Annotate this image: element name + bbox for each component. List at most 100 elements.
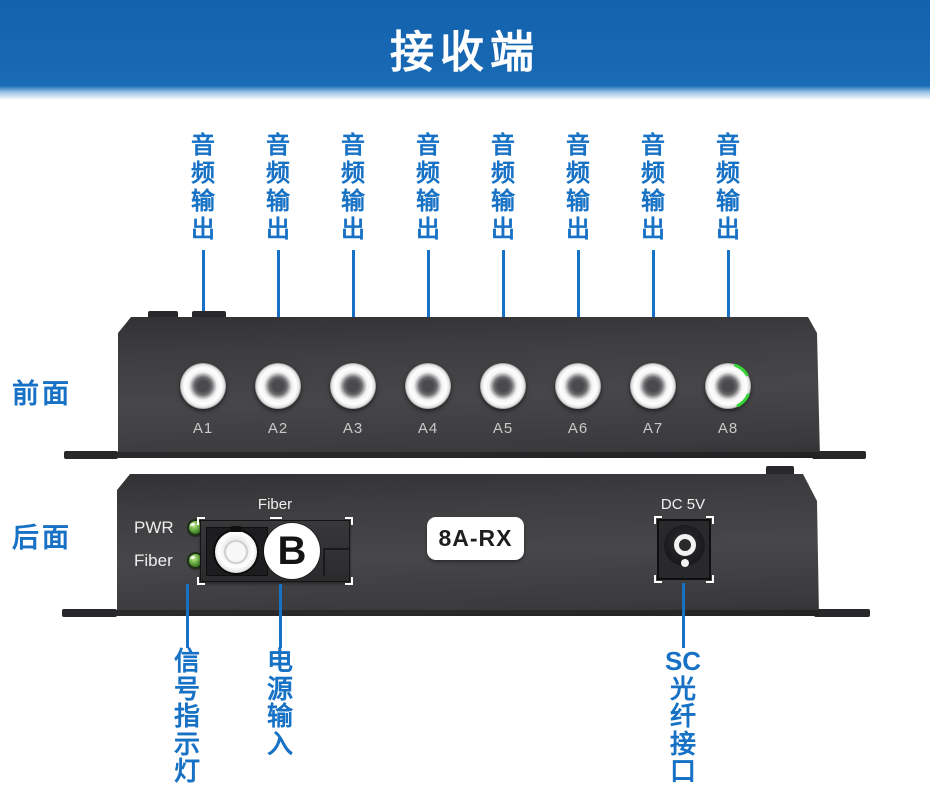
label-char: 纤: [669, 701, 696, 731]
rear-left-flange: [62, 609, 117, 617]
corner-mark: [706, 575, 714, 583]
label-char: 输: [266, 701, 293, 731]
fiber-type-badge: B: [264, 523, 320, 579]
port-label: A8: [717, 420, 739, 437]
header-banner-fade: [0, 86, 930, 100]
label-char: 出: [566, 216, 590, 243]
fiber-port-caption: Fiber: [257, 496, 293, 513]
label-char: 出: [641, 216, 665, 243]
label-char: 输: [641, 188, 665, 215]
label-char: 出: [491, 216, 515, 243]
label-char: 信: [173, 646, 200, 676]
dc-power-jack: [654, 516, 714, 583]
front-top-bump: [148, 311, 178, 319]
label-char: 输: [341, 188, 365, 215]
label-char: 灯: [173, 756, 200, 786]
rear-side-label: 后面: [12, 523, 72, 553]
label-char: 出: [416, 216, 440, 243]
label-char: 输: [491, 188, 515, 215]
audio-output-label: 音频输出: [410, 132, 446, 244]
callout-line: [576, 250, 580, 355]
dc-jack-dot: [681, 559, 689, 567]
label-char: 出: [191, 216, 215, 243]
label-char: 音: [416, 132, 440, 159]
label-char: 出: [341, 216, 365, 243]
rear-callout-label: 电源输入: [260, 646, 300, 759]
front-side-label: 前面: [12, 379, 72, 409]
rear-panel-bottom-shadow: [117, 610, 819, 616]
label-char: 频: [491, 160, 515, 187]
audio-output-label: 音频输出: [560, 132, 596, 244]
rca-jack-a1: [180, 363, 226, 409]
label-char: 频: [341, 160, 365, 187]
audio-output-label: 音频输出: [260, 132, 296, 244]
corner-mark: [654, 575, 662, 583]
label-char: 输: [266, 188, 290, 215]
label-char: 频: [566, 160, 590, 187]
corner-mark: [345, 517, 353, 525]
rca-jack-a8: [704, 362, 752, 410]
rca-jack-a3: [330, 363, 376, 409]
port-label: A6: [567, 420, 589, 437]
label-char: 示: [173, 728, 200, 759]
label-char: 输: [191, 188, 215, 215]
callout-line: [351, 250, 355, 355]
label-char: 输: [716, 188, 740, 215]
callout-line: [651, 250, 655, 355]
led-label: PWR: [134, 518, 174, 537]
label-char: 频: [266, 160, 290, 187]
sc-connector-icon: [215, 531, 257, 573]
corner-mark: [706, 516, 714, 524]
module-groove: [323, 548, 350, 550]
corner-mark: [197, 517, 205, 525]
label-char: 接: [669, 728, 696, 759]
port-label: A3: [342, 420, 364, 437]
label-char: 频: [191, 160, 215, 187]
callout-line: [681, 583, 685, 648]
label-char: 音: [266, 132, 290, 159]
header-banner: [0, 0, 930, 86]
label-char: 电: [266, 646, 293, 676]
rca-jack-a2: [255, 363, 301, 409]
rear-top-tab: [766, 466, 794, 476]
rca-jack-a6: [555, 363, 601, 409]
label-char: 输: [566, 188, 590, 215]
callout-line: [201, 250, 205, 355]
label-char: 音: [716, 132, 740, 159]
callout-line: [501, 250, 505, 355]
port-label: A5: [492, 420, 514, 437]
corner-mark: [270, 517, 282, 519]
front-panel-bottom-shadow: [118, 452, 820, 458]
label-char: 口: [669, 756, 696, 786]
dc-jack-caption: DC 5V: [660, 496, 706, 513]
label-char: 音: [191, 132, 215, 159]
label-char: 光: [669, 673, 696, 704]
corner-mark: [654, 516, 662, 524]
audio-output-label: 音频输出: [485, 132, 521, 244]
label-char: 音: [341, 132, 365, 159]
audio-output-label: 音频输出: [185, 132, 221, 244]
front-left-flange: [64, 451, 118, 459]
label-char: 指: [173, 701, 200, 731]
port-label: A4: [417, 420, 439, 437]
sc-connector-key: [231, 526, 241, 532]
audio-output-label: 音频输出: [635, 132, 671, 244]
port-label: A2: [267, 420, 289, 437]
audio-output-label: 音频输出: [335, 132, 371, 244]
sc-fiber-port: B: [197, 517, 353, 585]
port-label: A1: [192, 420, 214, 437]
audio-output-label: 音频输出: [710, 132, 746, 244]
dc-jack-pin-ring: [674, 534, 696, 556]
label-char: 出: [266, 216, 290, 243]
label-char: 输: [416, 188, 440, 215]
label-char: 频: [416, 160, 440, 187]
rca-jack-a5: [480, 363, 526, 409]
label-char: 入: [266, 728, 293, 759]
label-char: 音: [641, 132, 665, 159]
label-char: 号: [173, 673, 200, 704]
label-char: 频: [716, 160, 740, 187]
callout-line: [726, 250, 730, 355]
